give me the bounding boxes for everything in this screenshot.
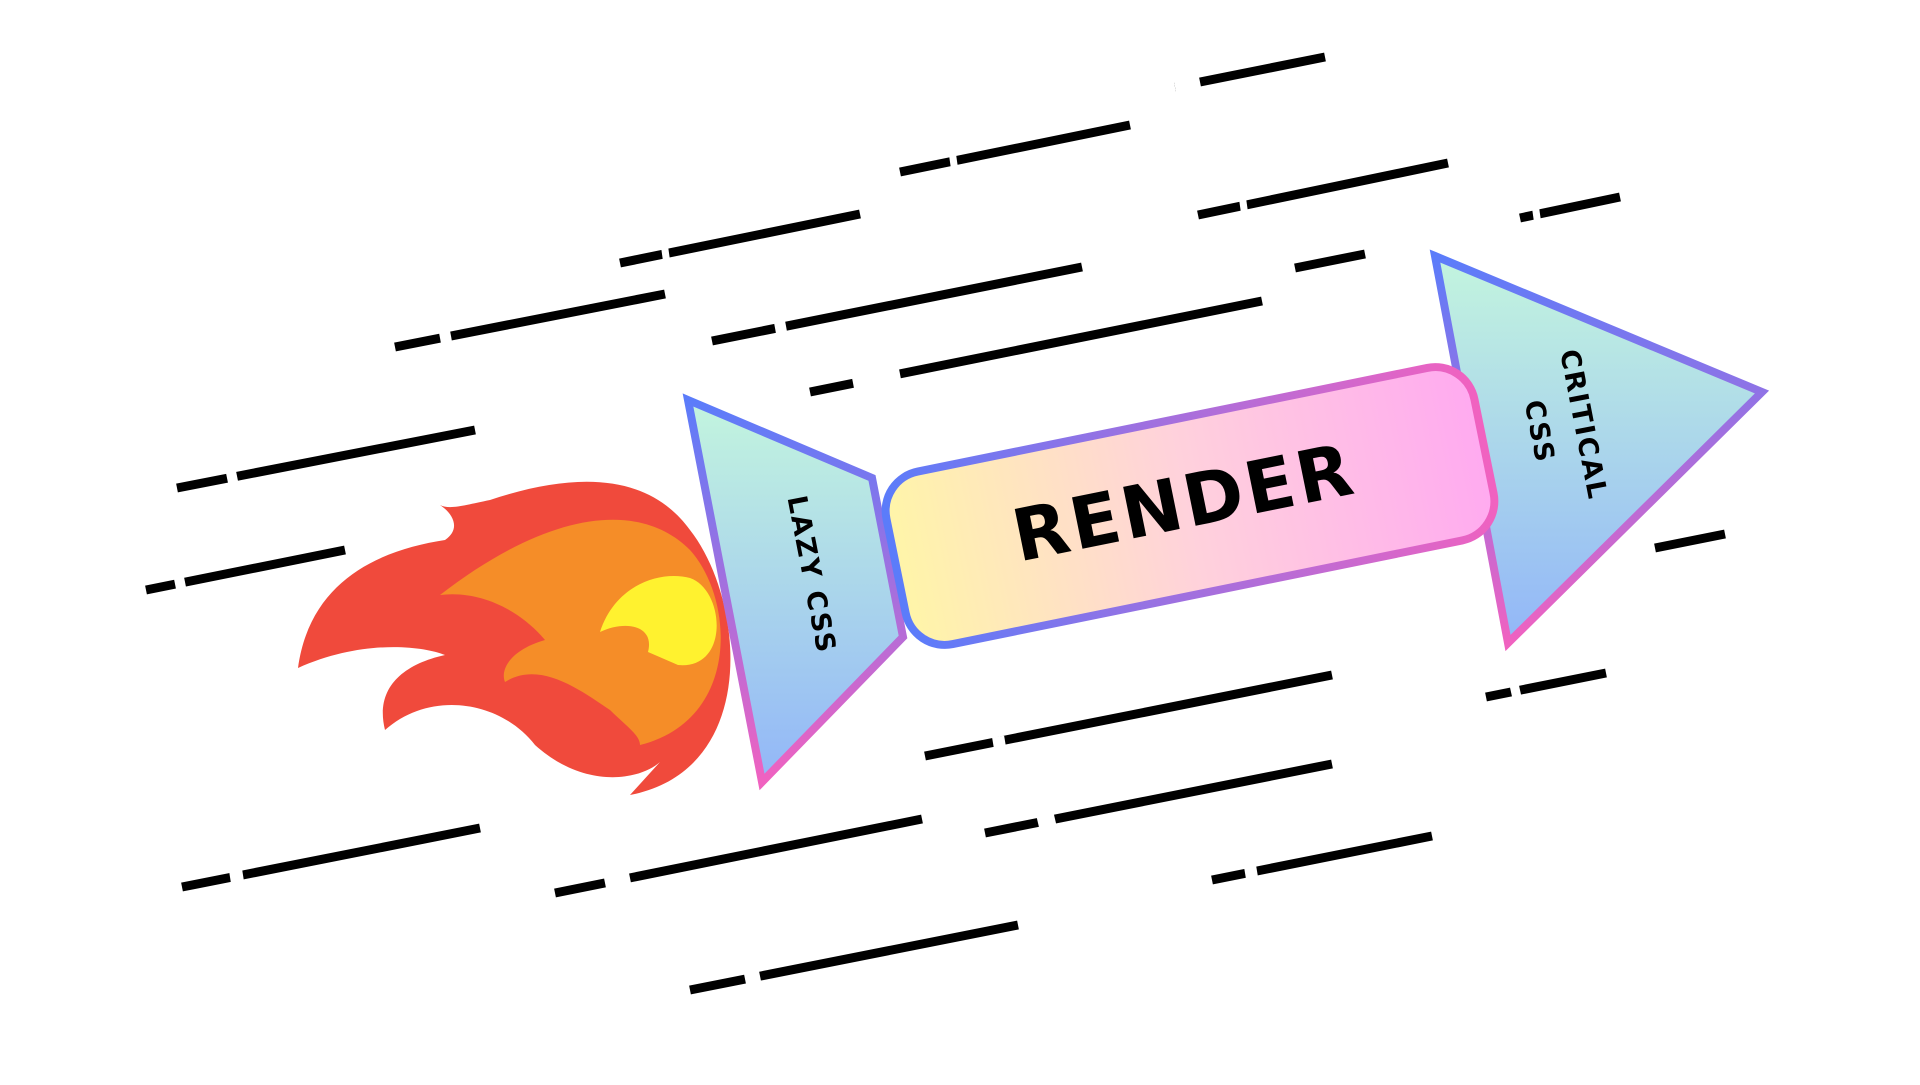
fire-icon bbox=[298, 481, 731, 795]
lazy-css-fin: LAZY CSS bbox=[682, 393, 908, 791]
render-body: RENDER bbox=[881, 363, 1499, 649]
critical-css-nose: CRITICAL CSS bbox=[1429, 249, 1770, 652]
speed-lines bbox=[145, 52, 1726, 995]
